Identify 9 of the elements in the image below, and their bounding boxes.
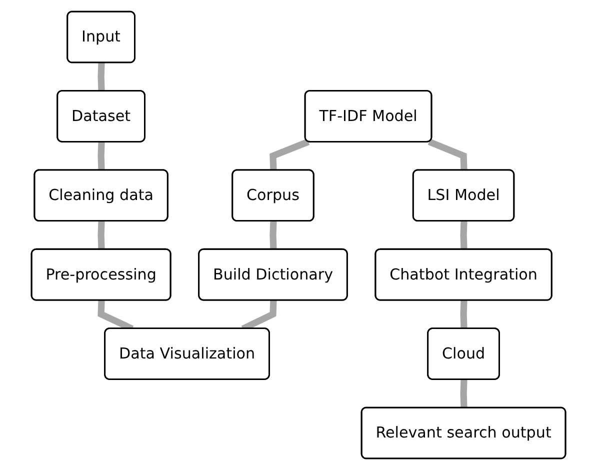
connector bbox=[460, 300, 468, 329]
connector bbox=[460, 380, 468, 408]
connector bbox=[270, 138, 310, 171]
connector bbox=[428, 138, 468, 171]
connector bbox=[98, 142, 106, 171]
connector bbox=[98, 221, 106, 250]
connector bbox=[98, 62, 106, 92]
connector bbox=[270, 221, 278, 250]
connector bbox=[460, 221, 468, 250]
